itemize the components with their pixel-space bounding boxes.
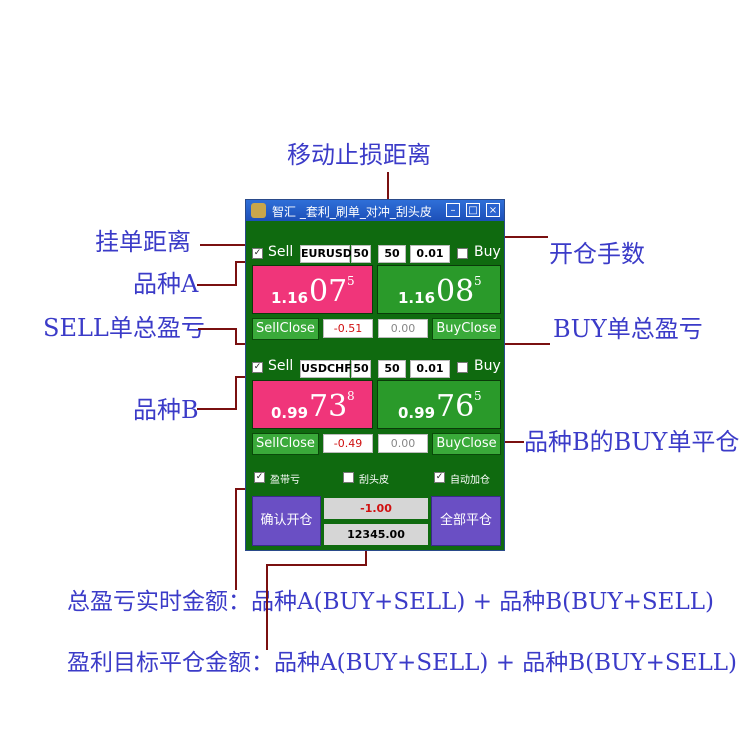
- sell-pl-field-a: -0.51: [323, 319, 373, 338]
- sell-price-sup-a: 5: [347, 274, 355, 288]
- leader-line-sell-pl: [198, 328, 236, 330]
- lot-size-field-a[interactable]: 0.01: [410, 245, 450, 263]
- sell-label-a: Sell: [268, 244, 294, 260]
- app-icon: [251, 203, 266, 218]
- buy-price-main-b: 76: [436, 389, 475, 424]
- buyclose-button-a[interactable]: BuyClose: [432, 318, 501, 340]
- annotation-buy-total-pl: BUY单总盈亏: [553, 315, 703, 343]
- leader-line-symbol-b-v: [235, 376, 237, 410]
- pending-distance-field-a[interactable]: 50: [351, 245, 371, 263]
- sellclose-button-b[interactable]: SellClose: [252, 433, 319, 455]
- title-bar[interactable]: 智汇 _套利_刷单_对冲_刮头皮 – □ ×: [246, 200, 504, 221]
- buy-price-panel-a[interactable]: 1.16 08 5: [377, 265, 501, 314]
- trailing-stop-field-a[interactable]: 50: [378, 245, 406, 263]
- buy-price-sup-b: 5: [474, 389, 482, 403]
- sell-label-b: Sell: [268, 358, 294, 374]
- buy-checkbox-a[interactable]: [457, 248, 468, 259]
- lot-size-field-b[interactable]: 0.01: [410, 360, 450, 378]
- symbol-field-a[interactable]: EURUSD: [300, 245, 352, 263]
- maximize-button[interactable]: □: [466, 203, 480, 217]
- window-title: 智汇 _套利_刷单_对冲_刮头皮: [272, 205, 432, 219]
- buy-price-prefix-a: 1.16: [398, 289, 436, 307]
- buy-pl-field-a: 0.00: [378, 319, 428, 338]
- close-all-button[interactable]: 全部平仓: [431, 496, 501, 546]
- profit-target-field[interactable]: 12345.00: [324, 524, 428, 545]
- profit-carry-checkbox[interactable]: ✓: [254, 472, 265, 483]
- buy-label-a: Buy: [474, 244, 501, 260]
- trailing-stop-field-b[interactable]: 50: [378, 360, 406, 378]
- sell-price-main-b: 73: [309, 389, 348, 424]
- buy-checkbox-b[interactable]: [457, 362, 468, 373]
- buy-label-b: Buy: [474, 358, 501, 374]
- sell-price-panel-b[interactable]: 0.99 73 8: [252, 380, 373, 429]
- sell-checkbox-b[interactable]: ✓: [252, 362, 263, 373]
- total-pl-display: -1.00: [324, 498, 428, 519]
- buy-price-sup-a: 5: [474, 274, 482, 288]
- auto-add-label: 自动加仓: [450, 475, 490, 486]
- buy-pl-field-b: 0.00: [378, 434, 428, 453]
- annotation-symbol-b: 品种B: [133, 396, 199, 424]
- scalping-checkbox[interactable]: [343, 472, 354, 483]
- buy-price-panel-b[interactable]: 0.99 76 5: [377, 380, 501, 429]
- sell-pl-field-b: -0.49: [323, 434, 373, 453]
- pending-distance-field-b[interactable]: 50: [351, 360, 371, 378]
- sellclose-button-a[interactable]: SellClose: [252, 318, 319, 340]
- leader-line-buyclose-b: [502, 441, 524, 443]
- leader-line-symbol-a-v: [235, 261, 237, 286]
- confirm-open-button[interactable]: 确认开仓: [252, 496, 321, 546]
- sell-price-sup-b: 8: [347, 389, 355, 403]
- annotation-symbol-b-buy-close: 品种B的BUY单平仓: [524, 428, 740, 456]
- leader-line-target-v2: [365, 544, 367, 566]
- leader-line-target-h: [266, 564, 366, 566]
- annotation-pending-distance: 挂单距离: [95, 228, 191, 256]
- sell-price-panel-a[interactable]: 1.16 07 5: [252, 265, 373, 314]
- symbol-field-b[interactable]: USDCHF: [300, 360, 352, 378]
- leader-line-sell-pl-v: [235, 328, 237, 344]
- annotation-sell-total-pl: SELL单总盈亏: [43, 314, 205, 342]
- scalping-label: 刮头皮: [359, 475, 389, 486]
- buyclose-button-b[interactable]: BuyClose: [432, 433, 501, 455]
- buy-price-main-a: 08: [436, 274, 475, 309]
- close-button[interactable]: ×: [486, 203, 500, 217]
- buy-price-prefix-b: 0.99: [398, 404, 436, 422]
- sell-price-prefix-b: 0.99: [271, 404, 309, 422]
- leader-line-target-v: [266, 564, 268, 650]
- annotation-symbol-a: 品种A: [133, 270, 199, 298]
- sell-price-main-a: 07: [309, 274, 348, 309]
- annotation-total-pl-realtime: 总盈亏实时金额：品种A(BUY+SELL) + 品种B(BUY+SELL): [67, 589, 714, 615]
- annotation-profit-target: 盈利目标平仓金额：品种A(BUY+SELL) + 品种B(BUY+SELL): [67, 650, 737, 676]
- leader-line-symbol-a: [197, 284, 235, 286]
- annotation-trailing-stop: 移动止损距离: [287, 141, 431, 169]
- profit-carry-label: 盈带亏: [270, 475, 300, 486]
- auto-add-checkbox[interactable]: ✓: [434, 472, 445, 483]
- minimize-button[interactable]: –: [446, 203, 460, 217]
- leader-line-symbol-b: [197, 408, 235, 410]
- sell-checkbox-a[interactable]: ✓: [252, 248, 263, 259]
- sell-price-prefix-a: 1.16: [271, 289, 309, 307]
- annotation-lot-size: 开仓手数: [549, 240, 645, 268]
- trading-panel-window: 智汇 _套利_刷单_对冲_刮头皮 – □ × ✓ Sell EURUSD 50 …: [245, 199, 505, 551]
- leader-line-total-v: [235, 488, 237, 590]
